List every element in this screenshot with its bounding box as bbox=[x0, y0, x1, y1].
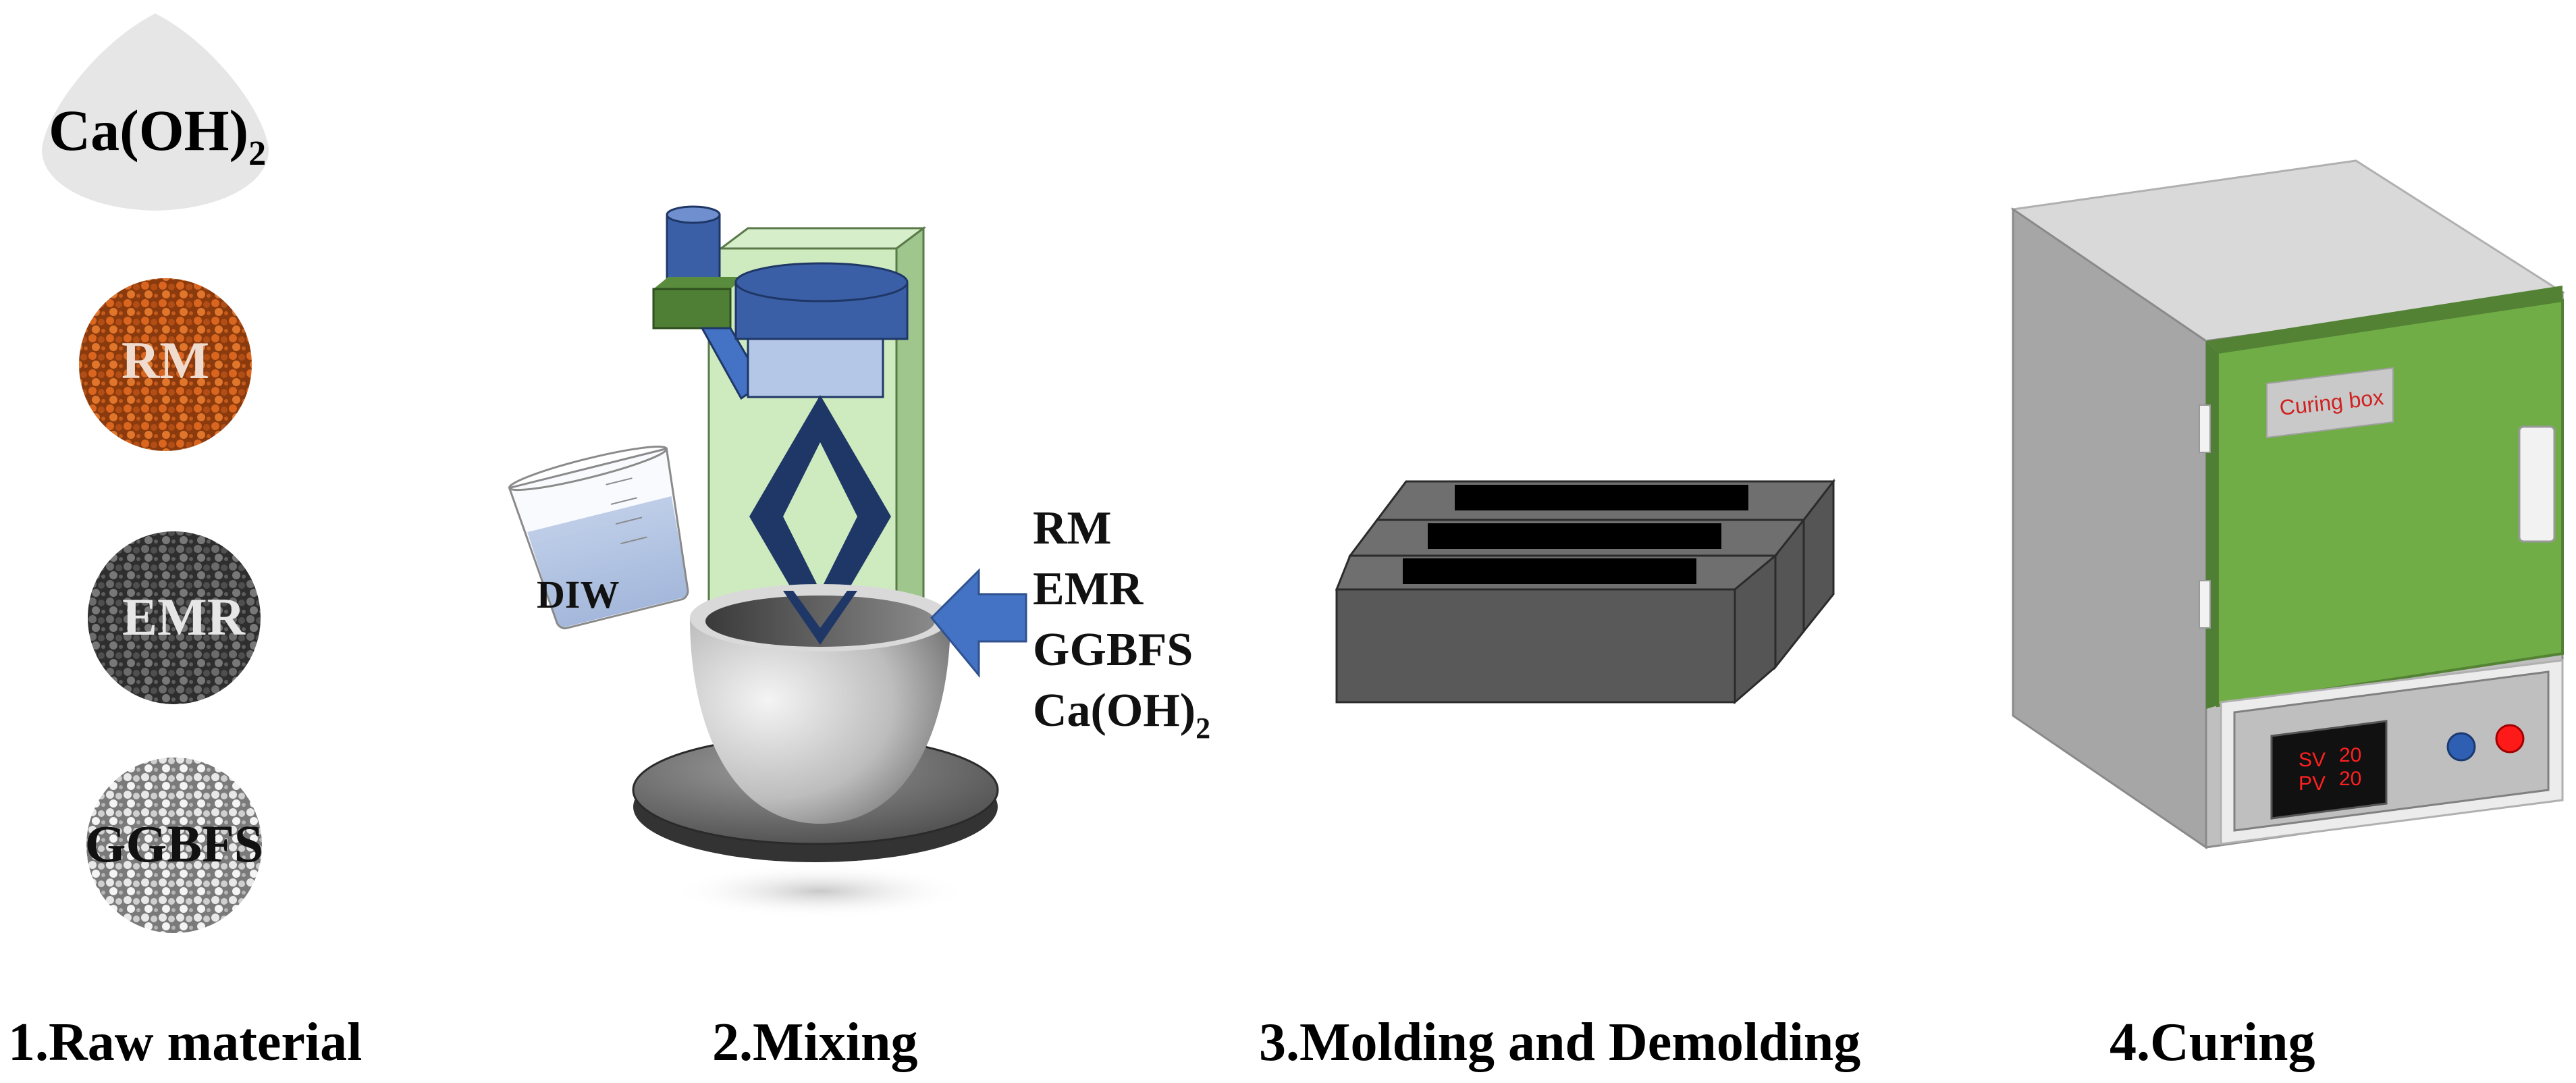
ggbfs-granules bbox=[86, 758, 262, 933]
step-2-label: 2.Mixing bbox=[712, 1013, 917, 1072]
sv-value: 20 bbox=[2339, 744, 2361, 766]
curing-box-door-side bbox=[2206, 341, 2218, 709]
emr-label: EMR bbox=[122, 587, 246, 646]
mixer-tower-top bbox=[718, 227, 927, 250]
mixer-bracket bbox=[652, 288, 732, 329]
mixer-motor-top bbox=[666, 205, 721, 224]
beaker-liquid bbox=[527, 496, 689, 628]
step-labels: 1.Raw material 2.Mixing 3.Molding and De… bbox=[8, 1013, 2315, 1072]
input-ggbfs: GGBFS bbox=[1033, 624, 1193, 676]
mixer-bowl bbox=[690, 618, 950, 824]
caoh2-label: Ca(OH)2 bbox=[49, 98, 266, 173]
curing-box-door bbox=[2216, 298, 2564, 708]
input-rm: RM bbox=[1033, 502, 1112, 554]
rm-label: RM bbox=[122, 331, 209, 390]
mold-cavity-2 bbox=[1428, 523, 1721, 549]
mixer-shadow bbox=[672, 864, 969, 918]
ggbfs-label: GGBFS bbox=[85, 814, 263, 873]
red-button bbox=[2495, 724, 2525, 754]
mold-front-face bbox=[1335, 588, 1736, 704]
step-3-label: 3.Molding and Demolding bbox=[1259, 1013, 1860, 1072]
sv-label: SV bbox=[2299, 749, 2326, 771]
input-arrow bbox=[930, 568, 1027, 679]
beaker-glass bbox=[508, 447, 689, 630]
blue-button bbox=[2446, 732, 2476, 762]
mixer-motor bbox=[666, 213, 721, 289]
mixer-illustration: DIW RM EMR GGBFS Ca(OH)2 bbox=[508, 205, 1210, 918]
emr-granules bbox=[88, 531, 261, 704]
curing-box-handle bbox=[2518, 425, 2556, 543]
input-caoh2: Ca(OH)2 bbox=[1033, 685, 1210, 745]
mixer-bowl-opening bbox=[705, 596, 935, 647]
curing-box: Curing box SV 20 PV 20 bbox=[2010, 159, 2566, 849]
pv-label: PV bbox=[2299, 772, 2326, 795]
mixer-paddle bbox=[749, 395, 891, 638]
mold bbox=[1335, 478, 1836, 705]
diw-label: DIW bbox=[537, 573, 619, 616]
step-4-label: 4.Curing bbox=[2110, 1013, 2315, 1072]
input-emr: EMR bbox=[1033, 563, 1144, 615]
raw-material-column: Ca(OH)2 RM EMR GGBFS bbox=[41, 14, 269, 933]
beaker bbox=[508, 446, 689, 630]
temperature-display bbox=[2270, 720, 2388, 820]
mold-cavity-3 bbox=[1403, 558, 1696, 584]
caoh2-powder-pile bbox=[41, 14, 269, 211]
mixer-head-top bbox=[734, 262, 909, 302]
pv-value: 20 bbox=[2339, 768, 2361, 790]
curing-box-label-plate bbox=[2266, 367, 2394, 439]
mixer-bracket-top bbox=[653, 277, 745, 289]
rm-granules bbox=[79, 278, 252, 451]
curing-box-hinge-bottom bbox=[2199, 580, 2211, 629]
curing-box-hinge-top bbox=[2199, 404, 2211, 453]
curing-box-door-edge bbox=[2206, 286, 2562, 352]
step-1-label: 1.Raw material bbox=[8, 1013, 362, 1072]
mixer-paddle-tip bbox=[783, 591, 857, 645]
mold-cavity-1 bbox=[1455, 485, 1748, 510]
beaker-rim bbox=[508, 446, 668, 492]
